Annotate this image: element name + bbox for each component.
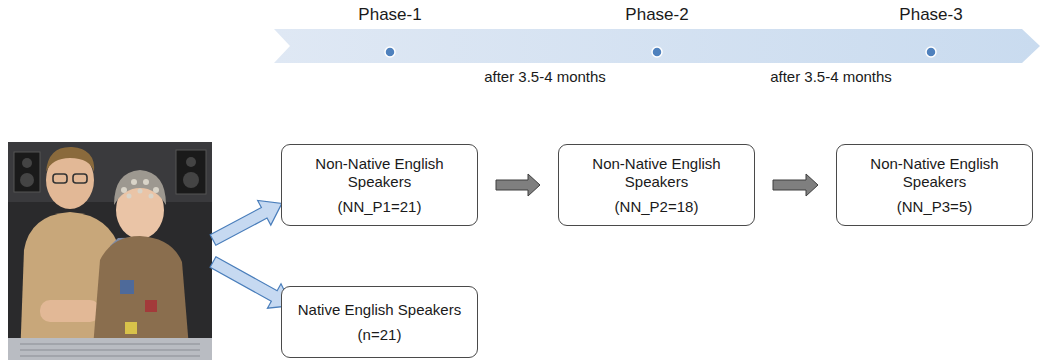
sample-size: (n=21) — [358, 326, 402, 344]
process-box: Non-Native English Speakers (NN_P3=5) — [836, 144, 1033, 226]
phase-dot — [926, 47, 936, 57]
interval-label: after 3.5-4 months — [484, 68, 606, 85]
group-name: Non-Native English Speakers — [569, 155, 744, 191]
branch-arrow — [206, 191, 288, 252]
interval-label: after 3.5-4 months — [770, 68, 892, 85]
phase-dot — [385, 47, 395, 57]
phase-dot — [652, 47, 662, 57]
phase-label: Phase-2 — [625, 5, 688, 25]
process-box: Non-Native English Speakers (NN_P2=18) — [558, 144, 755, 226]
phase-label: Phase-3 — [899, 5, 962, 25]
block-arrow — [496, 174, 540, 196]
eeg-photo — [8, 142, 212, 360]
group-name: Non-Native English Speakers — [292, 155, 467, 191]
process-box: Native English Speakers (n=21) — [281, 286, 478, 358]
sample-size: (NN_P1=21) — [338, 198, 422, 216]
process-box: Non-Native English Speakers (NN_P1=21) — [281, 144, 478, 226]
group-name: Native English Speakers — [298, 301, 461, 319]
block-arrow — [773, 174, 818, 196]
sample-size: (NN_P2=18) — [615, 198, 699, 216]
phase-label: Phase-1 — [358, 5, 421, 25]
timeline-band — [274, 29, 1040, 63]
group-name: Non-Native English Speakers — [847, 155, 1022, 191]
sample-size: (NN_P3=5) — [897, 198, 972, 216]
